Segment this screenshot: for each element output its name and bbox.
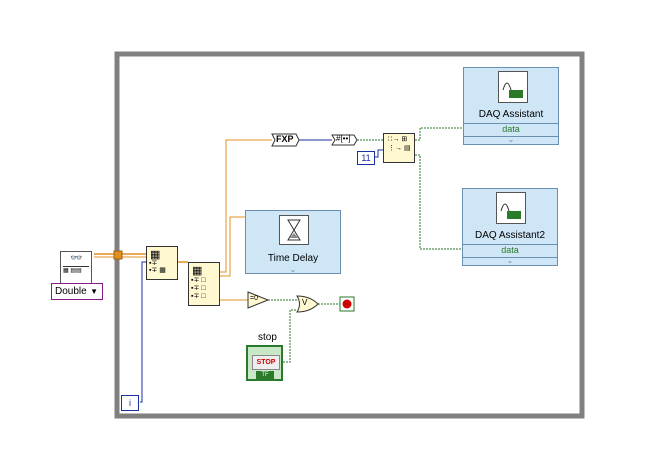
type-cast-node[interactable]: 👓 ▦ ▤▤ xyxy=(60,251,92,285)
bool-wire-2[interactable] xyxy=(283,309,297,363)
tf-indicator: TF xyxy=(256,371,274,379)
daq-data-terminal[interactable]: data xyxy=(502,124,520,134)
chevron-down-icon[interactable]: ⌄ xyxy=(507,135,515,144)
or-function[interactable] xyxy=(296,295,319,313)
index-array-2[interactable]: ▦ ▪∓ □▪∓ □▪∓ □ xyxy=(188,262,220,306)
array-icon: ▦ xyxy=(192,265,203,277)
daq-icon xyxy=(498,71,528,103)
build-array-icon: ∷→ ⊞⋮→ ▤ xyxy=(388,136,411,152)
glasses-icon: 👓 xyxy=(70,253,83,264)
numeric-constant[interactable]: 11 xyxy=(357,151,375,165)
time-delay-title: Time Delay xyxy=(267,253,319,264)
chevron-down-icon[interactable]: ⌄ xyxy=(289,265,297,274)
const-11-wire[interactable] xyxy=(374,149,383,158)
time-delay-node[interactable]: Time Delay ⌄ xyxy=(245,210,341,274)
orange-wire-to-delay[interactable] xyxy=(219,216,245,277)
index-terminal-icon: ▪∓▪∓ ▦ xyxy=(149,260,166,274)
stop-button-face[interactable]: STOP xyxy=(252,355,280,370)
green-wire-daq2[interactable] xyxy=(415,154,462,250)
iteration-terminal[interactable]: i xyxy=(121,395,139,411)
build-array-node[interactable]: ∷→ ⊞⋮→ ▤ xyxy=(383,133,415,163)
stop-button-terminal[interactable]: STOP TF xyxy=(246,345,283,381)
fxp-node[interactable] xyxy=(271,133,300,147)
equal-zero-function[interactable] xyxy=(247,291,270,309)
stop-label: stop xyxy=(258,332,277,343)
iteration-wire[interactable] xyxy=(140,261,146,403)
fxp-label: FXP xyxy=(276,134,294,144)
daq-assistant2-node[interactable]: DAQ Assistant2 data ⌄ xyxy=(462,188,558,266)
datatype-ring[interactable]: Double ▼ xyxy=(51,283,103,300)
table-icon: ▦ ▤▤ xyxy=(63,266,89,283)
convert-node[interactable] xyxy=(331,134,358,146)
daq-icon xyxy=(496,192,526,224)
daq-assistant-node[interactable]: DAQ Assistant data ⌄ xyxy=(463,67,559,145)
chevron-down-icon[interactable]: ▼ xyxy=(90,287,98,296)
output-terminal-icon: ▪∓ □▪∓ □▪∓ □ xyxy=(191,277,206,300)
compare-label: =0 xyxy=(250,295,258,302)
while-loop-frame[interactable] xyxy=(114,51,585,419)
hourglass-icon xyxy=(279,215,309,245)
or-label: V xyxy=(302,298,308,307)
daq-assistant-title: DAQ Assistant xyxy=(478,109,544,120)
stop-condition-icon xyxy=(342,299,352,309)
ring-value: Double xyxy=(55,286,87,297)
index-array-1[interactable]: ▦ ▪∓▪∓ ▦ xyxy=(146,246,178,280)
orange-wire-to-fxp[interactable] xyxy=(219,139,272,273)
tunnel-square[interactable] xyxy=(113,250,123,260)
convert-icon: #[••] xyxy=(336,134,351,143)
daq-assistant2-title: DAQ Assistant2 xyxy=(474,230,546,241)
daq2-data-terminal[interactable]: data xyxy=(501,245,519,255)
array-icon: ▦ xyxy=(150,249,161,261)
chevron-down-icon[interactable]: ⌄ xyxy=(506,256,514,265)
green-wire-daq1[interactable] xyxy=(415,127,462,141)
